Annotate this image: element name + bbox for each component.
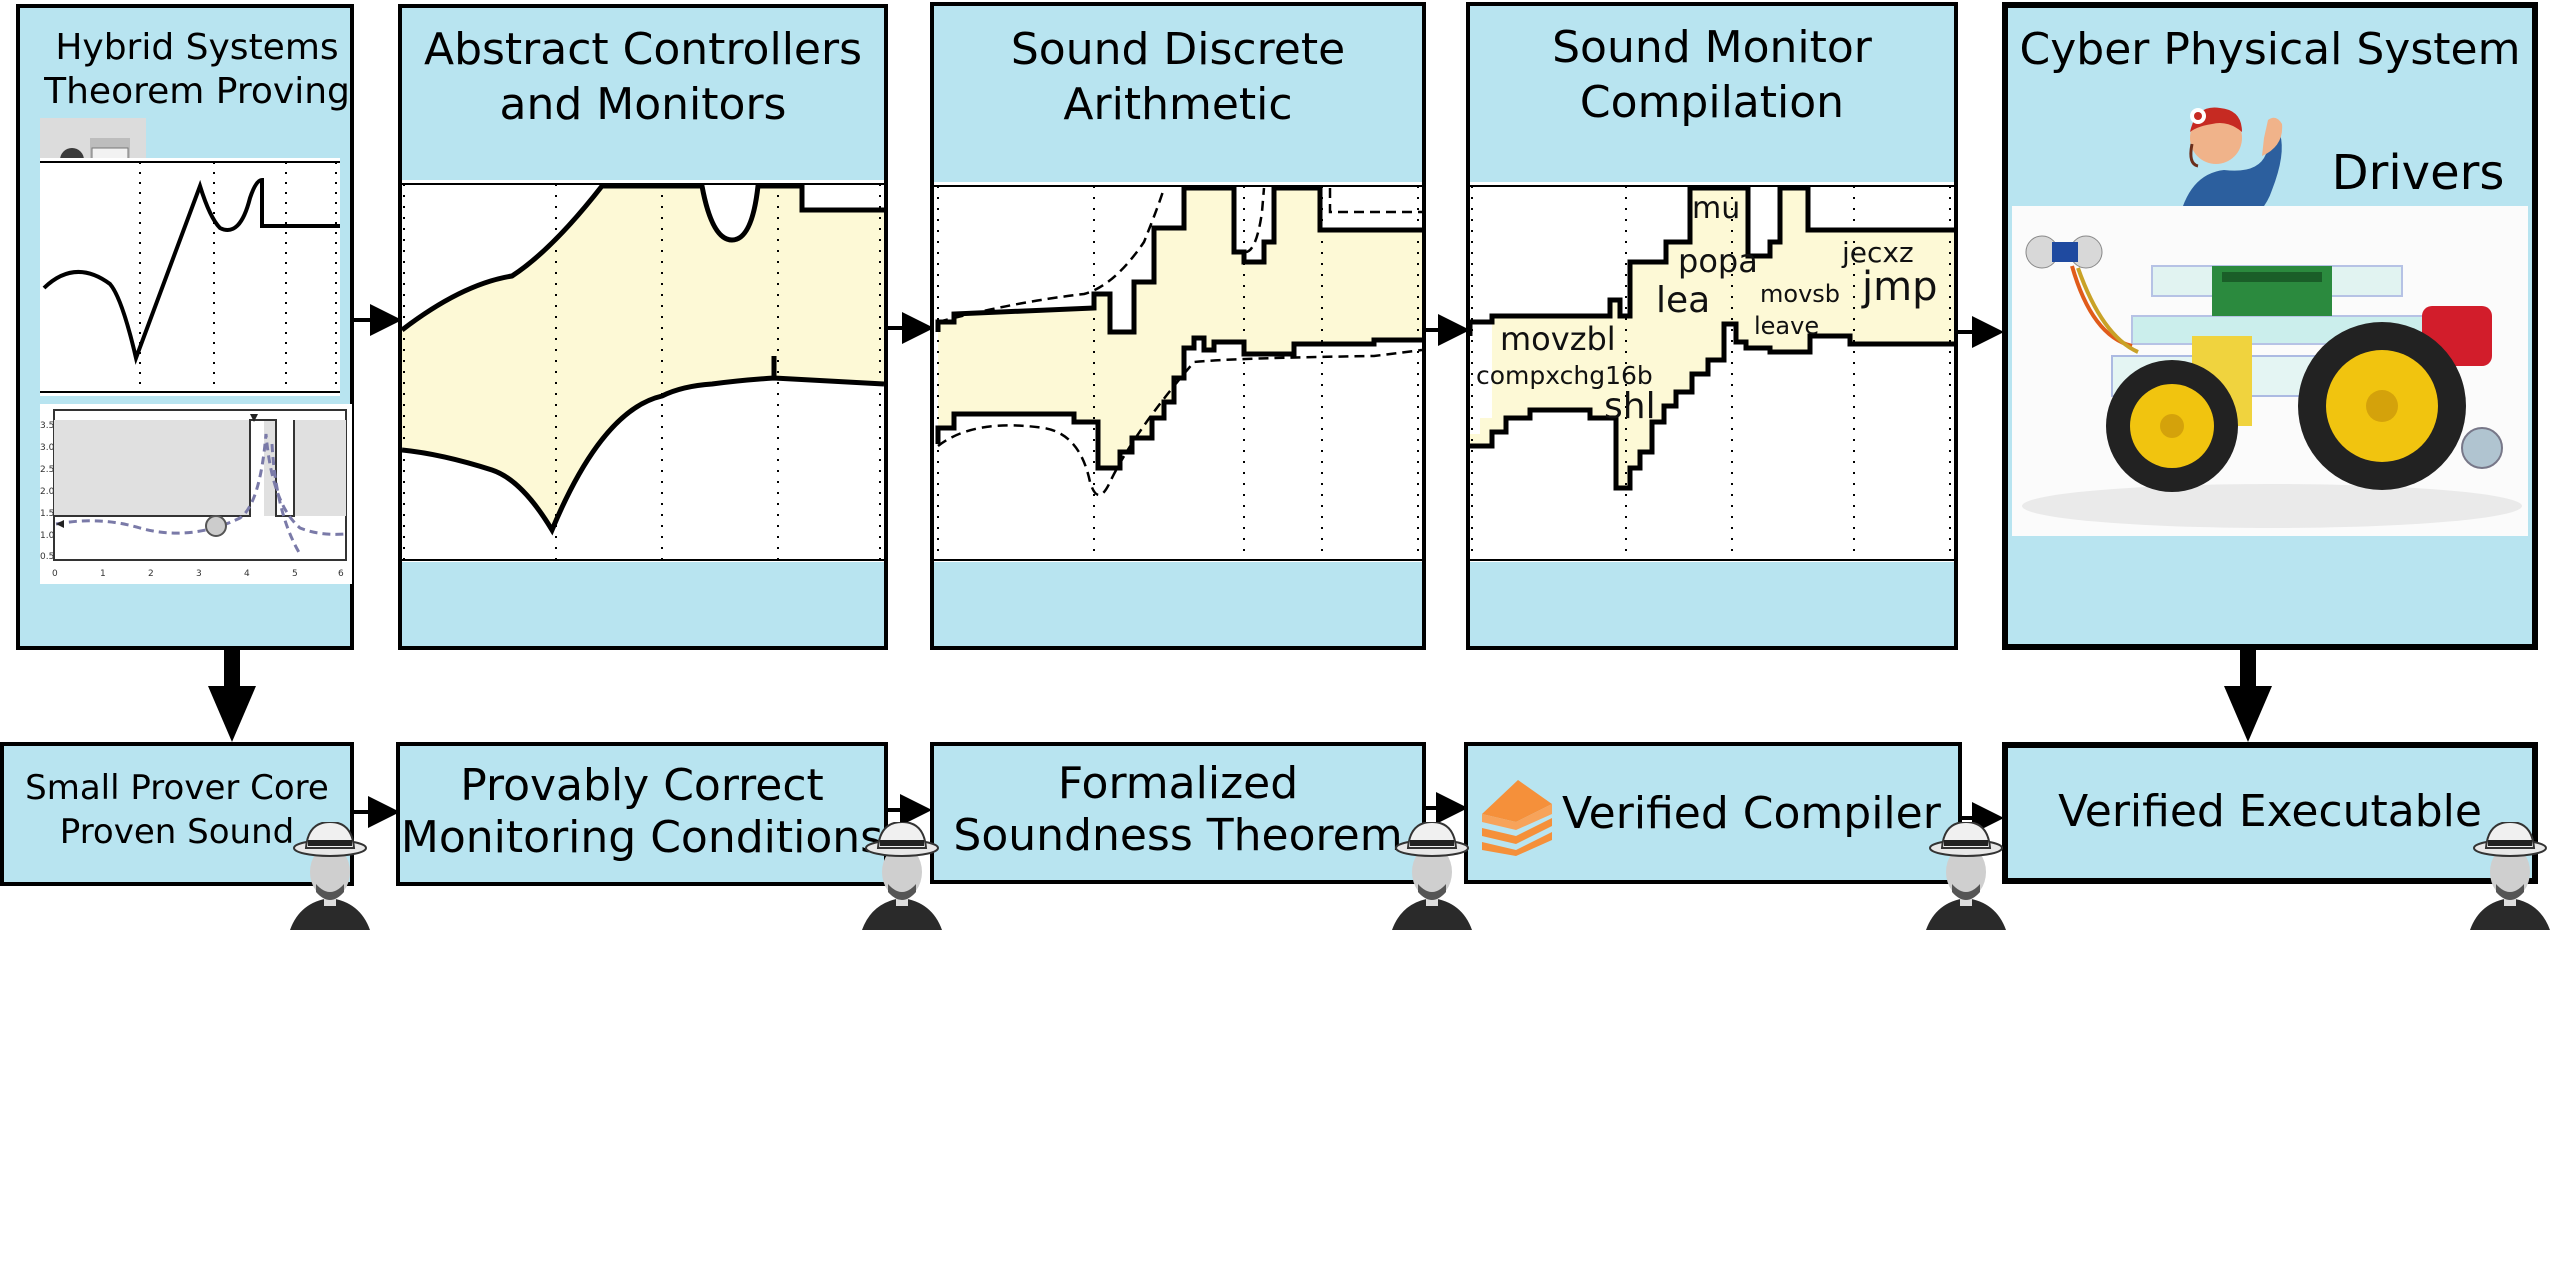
- verified-executable-label: Verified Executable: [2058, 786, 2482, 837]
- svg-text:3: 3: [196, 569, 202, 579]
- verified-compiler-label: Verified Compiler: [1562, 788, 1941, 839]
- instr-mu: mu: [1692, 191, 1740, 226]
- robot-car-icon: [2012, 206, 2528, 536]
- instr-lea: lea: [1656, 280, 1710, 321]
- rosie-riveter-icon: [2178, 107, 2283, 224]
- hybrid-systems-box: Hybrid Systems Theorem Proving: [16, 4, 354, 650]
- svg-text:1: 1: [100, 569, 106, 579]
- svg-text:3.0: 3.0: [40, 443, 55, 453]
- monitor-compilation-box: Sound Monitor Compilation mu popa lea mo…: [1466, 2, 1958, 650]
- discrete-arithmetic-plot: [934, 182, 1422, 562]
- instr-jecxz: jecxz: [1841, 236, 1914, 269]
- discrete-arithmetic-box: Sound Discrete Arithmetic: [930, 2, 1426, 650]
- man-with-hat-icon: [1392, 822, 1472, 930]
- verified-compiler-box: Verified Compiler: [1464, 742, 1962, 884]
- instr-movsb: movsb: [1760, 280, 1840, 308]
- instr-leave: leave: [1754, 312, 1819, 340]
- prover-core-label: Small Prover Core Proven Sound: [25, 768, 329, 852]
- hybrid-car-plot-ticks: 0 1 2 3 4 5 6 0.5 1.0 1.5 2.0 2.5 3.0 3.5: [40, 421, 344, 579]
- svg-text:6: 6: [338, 569, 344, 579]
- abstract-monitor-plot: [402, 180, 884, 562]
- svg-text:0: 0: [52, 569, 58, 579]
- instr-shl: shl: [1604, 386, 1656, 427]
- svg-text:3.5: 3.5: [40, 421, 54, 431]
- svg-text:5: 5: [292, 569, 298, 579]
- cps-title: Cyber Physical System: [2019, 24, 2521, 75]
- drivers-label: Drivers: [2331, 145, 2505, 201]
- man-with-hat-icon: [862, 822, 942, 930]
- cps-box: Cyber Physical System Drivers: [2002, 2, 2538, 650]
- instr-movzbl: movzbl: [1500, 320, 1616, 358]
- svg-text:4: 4: [244, 569, 250, 579]
- soundness-theorem-label: Formalized Soundness Theorem: [953, 758, 1403, 861]
- soundness-theorem-box: Formalized Soundness Theorem: [930, 742, 1426, 884]
- hybrid-trajectory-plot: [40, 158, 340, 396]
- instr-compxchg16b: compxchg16b: [1476, 361, 1653, 390]
- monitoring-conditions-label: Provably Correct Monitoring Conditions: [400, 760, 884, 863]
- man-with-hat-icon: [290, 822, 370, 930]
- instr-popa: popa: [1678, 242, 1758, 280]
- cake-icon: [1482, 780, 1552, 856]
- svg-text:2.0: 2.0: [40, 487, 55, 497]
- svg-text:0.5: 0.5: [40, 552, 54, 562]
- svg-text:2.5: 2.5: [40, 465, 54, 475]
- abstract-controllers-title: Abstract Controllers and Monitors: [423, 24, 863, 130]
- man-with-hat-icon: [2470, 822, 2550, 930]
- verified-executable-box: Verified Executable: [2002, 742, 2538, 884]
- svg-text:1.0: 1.0: [40, 531, 55, 541]
- abstract-controllers-box: Abstract Controllers and Monitors: [398, 4, 888, 650]
- hybrid-car-plot: 0 1 2 3 4 5 6 0.5 1.0 1.5 2.0 2.5 3.0 3.5: [40, 404, 352, 584]
- svg-text:1.5: 1.5: [40, 509, 54, 519]
- hybrid-systems-title: Hybrid Systems Theorem Proving: [44, 27, 350, 112]
- monitor-compilation-plot: mu popa lea movzbl compxchg16b shl jecxz…: [1470, 182, 1954, 562]
- monitor-compilation-title: Sound Monitor Compilation: [1552, 22, 1872, 128]
- man-with-hat-icon: [1926, 822, 2006, 930]
- prover-core-box: Small Prover Core Proven Sound: [0, 742, 354, 886]
- discrete-arithmetic-title: Sound Discrete Arithmetic: [1010, 24, 1346, 130]
- instr-jmp: jmp: [1861, 264, 1937, 310]
- monitoring-conditions-box: Provably Correct Monitoring Conditions: [396, 742, 888, 886]
- svg-text:2: 2: [148, 569, 154, 579]
